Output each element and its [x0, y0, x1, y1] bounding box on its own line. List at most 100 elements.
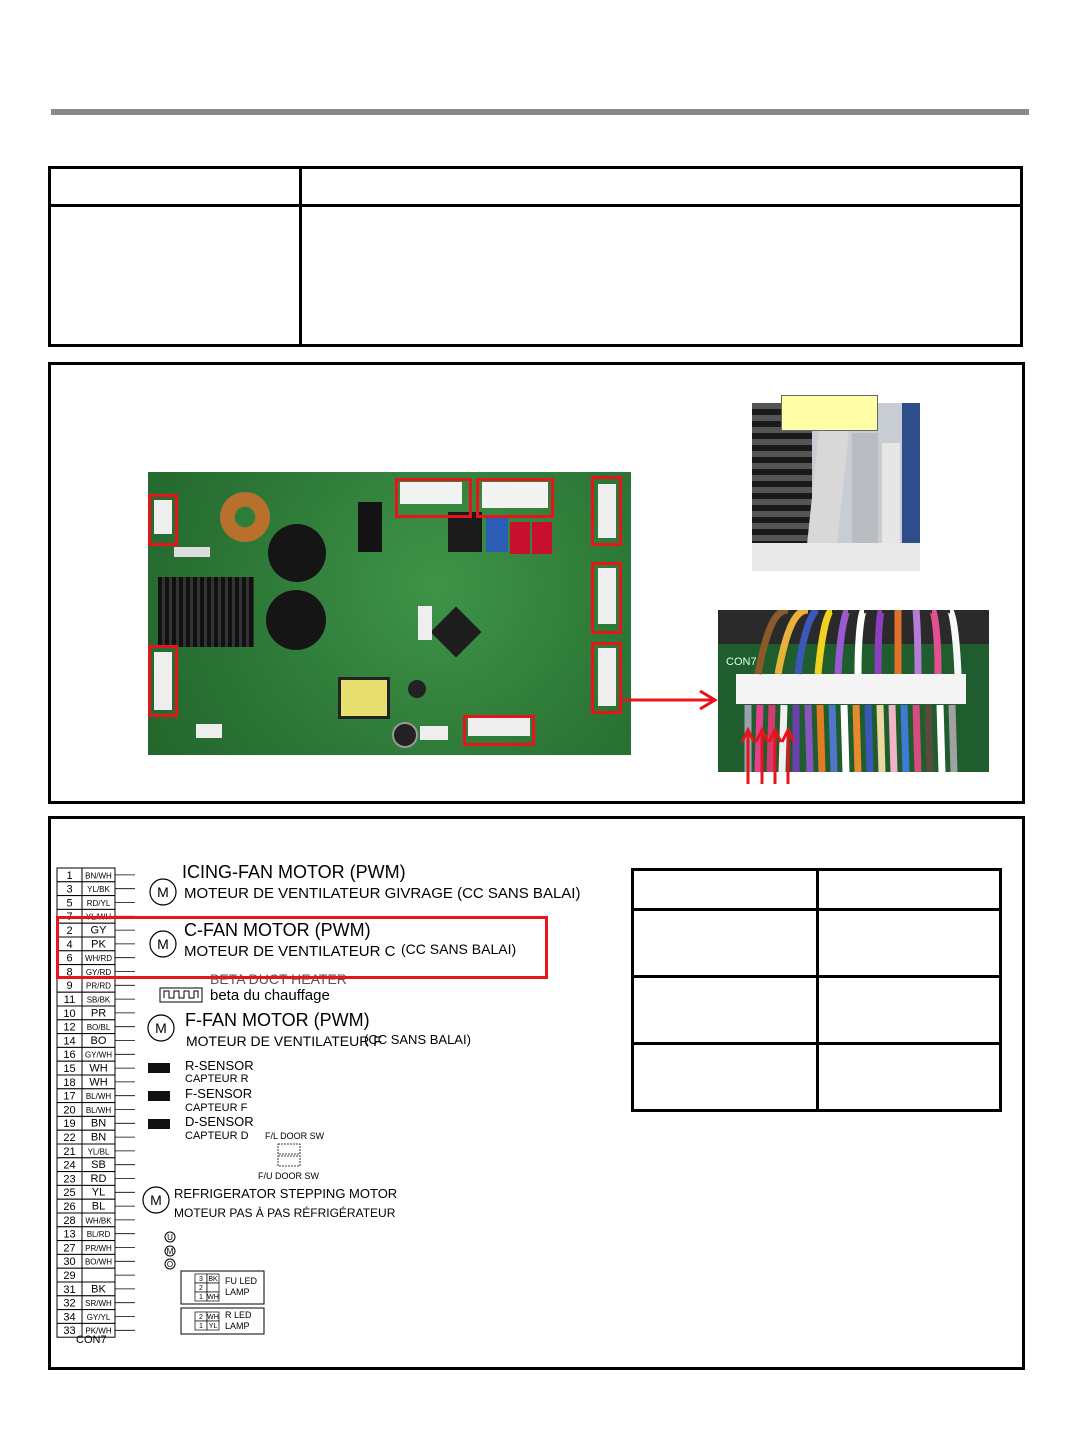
wire-color-code: GY — [91, 925, 108, 937]
f-fan-label-fr2: (CC SANS BALAI) — [364, 1032, 471, 1047]
callout-label — [781, 395, 878, 431]
wire-color-code: PR/RD — [86, 982, 111, 991]
microcontroller — [430, 606, 482, 658]
connector-base — [752, 543, 920, 571]
stepping-motor-label: REFRIGERATOR STEPPING MOTOR — [174, 1186, 397, 1201]
info-table-divider-h — [51, 204, 1020, 207]
value-table-divider-h — [634, 975, 999, 978]
wire-color-code: BN/WH — [85, 871, 112, 880]
pin-number: 6 — [66, 953, 72, 965]
wire-color-code: RD/YL — [87, 899, 111, 908]
wire-color-code: BO — [91, 1035, 107, 1047]
header-rule — [51, 109, 1029, 115]
pin-number: 5 — [66, 897, 72, 909]
relay — [532, 522, 552, 554]
icing-fan-motor-symbol — [149, 878, 177, 906]
info-table — [48, 166, 1023, 347]
connector-closeup-photo — [752, 403, 920, 571]
pin-number: 4 — [66, 939, 72, 951]
r-led-label: R LED — [225, 1310, 252, 1320]
wire-color-code: PR — [91, 1007, 106, 1019]
pin-number: 11 — [64, 994, 75, 1006]
pin-number: 22 — [63, 1132, 75, 1144]
icing-fan-label: ICING-FAN MOTOR (PWM) — [182, 862, 406, 882]
capacitor — [392, 722, 418, 748]
connector — [482, 482, 548, 508]
m-terminal-symbol — [164, 1245, 176, 1257]
o-terminal-label: O — [167, 1260, 173, 1269]
pin-number: 20 — [63, 1104, 75, 1116]
wire-color-code: YL/BK — [87, 885, 110, 894]
led-pin-text: 2 — [199, 1285, 203, 1292]
pin-number: 8 — [66, 966, 72, 978]
wire-color-code: WH/RD — [85, 954, 112, 963]
wire-color-code: BL — [92, 1201, 105, 1213]
pin-arrows — [740, 726, 796, 784]
f-sensor-symbol — [148, 1091, 170, 1101]
pin-number: 21 — [63, 1146, 75, 1158]
pin-number: 3 — [66, 884, 72, 896]
highlight-box — [395, 478, 472, 518]
wire-color-code: WH/BK — [85, 1216, 112, 1225]
wire — [882, 443, 900, 571]
pin-number: 25 — [63, 1187, 75, 1199]
diagram-panel — [48, 816, 1025, 1370]
wire-color-code: PK/WH — [85, 1327, 111, 1336]
d-sensor-label: D-SENSOR — [185, 1114, 254, 1129]
motor-symbol: M — [150, 1192, 162, 1208]
wire-color-code: BO/BL — [87, 1023, 111, 1032]
d-sensor-symbol — [148, 1119, 170, 1129]
value-table-divider-h — [634, 1042, 999, 1045]
wire-color-code: YL/BL — [88, 1147, 110, 1156]
led-pin-cell — [206, 1291, 220, 1302]
pin-number: 29 — [63, 1270, 75, 1282]
beta-duct-label: BETA DUCT HEATER — [210, 971, 347, 987]
led-pin-text: WH — [207, 1294, 219, 1301]
pin-number: 10 — [63, 1008, 75, 1020]
led-pin-cell — [206, 1320, 220, 1331]
u-terminal-symbol — [164, 1231, 176, 1243]
pin-number: 13 — [63, 1229, 75, 1241]
connector — [196, 724, 222, 738]
wire-color-code: WH — [89, 1063, 107, 1075]
harness-wires — [744, 610, 962, 772]
highlight-box — [148, 494, 178, 546]
fu-led-label: FU LED — [225, 1276, 258, 1286]
icing-fan-label-fr: MOTEUR DE VENTILATEUR GIVRAGE (CC SANS B… — [184, 885, 580, 902]
stepping-motor-symbol — [142, 1186, 170, 1214]
wire-color-code: SB/BK — [87, 996, 111, 1005]
wire-color-code: WH — [89, 1076, 107, 1088]
f-fan-label: F-FAN MOTOR (PWM) — [185, 1010, 370, 1030]
pin-number: 19 — [63, 1118, 75, 1130]
led-pin-text: 1 — [199, 1294, 203, 1301]
pin-number: 24 — [63, 1160, 75, 1172]
pin-number: 26 — [63, 1201, 75, 1213]
connector — [420, 726, 448, 740]
transformer — [338, 677, 390, 719]
connector — [598, 648, 616, 706]
value-table — [631, 868, 1002, 1112]
motor-symbol: M — [157, 936, 169, 952]
c-fan-label-fr2: (CC SANS BALAI) — [401, 941, 516, 957]
c-fan-label-fr: MOTEUR DE VENTILATEUR C — [184, 943, 396, 960]
wire-color-code: GY/RD — [86, 968, 112, 977]
connector — [400, 482, 462, 504]
wire — [902, 403, 920, 571]
led-pin-text: 1 — [199, 1323, 203, 1330]
connector — [154, 500, 172, 534]
r-sensor-symbol — [148, 1063, 170, 1073]
pin-number: 1 — [66, 870, 72, 882]
wire-color-code: BN — [91, 1118, 106, 1130]
pin-number: 15 — [63, 1063, 75, 1075]
photo-panel — [48, 362, 1025, 804]
highlight-box — [463, 715, 535, 746]
pin-number: 17 — [63, 1091, 75, 1103]
wire-color-code: SB — [91, 1159, 106, 1171]
value-table-divider-h — [634, 908, 999, 911]
fu-door-switch — [277, 1155, 301, 1167]
connector — [598, 484, 616, 538]
connector — [418, 606, 432, 640]
connector — [598, 568, 616, 624]
wire-color-code: BO/WH — [85, 1258, 112, 1267]
pin-number: 28 — [63, 1215, 75, 1227]
